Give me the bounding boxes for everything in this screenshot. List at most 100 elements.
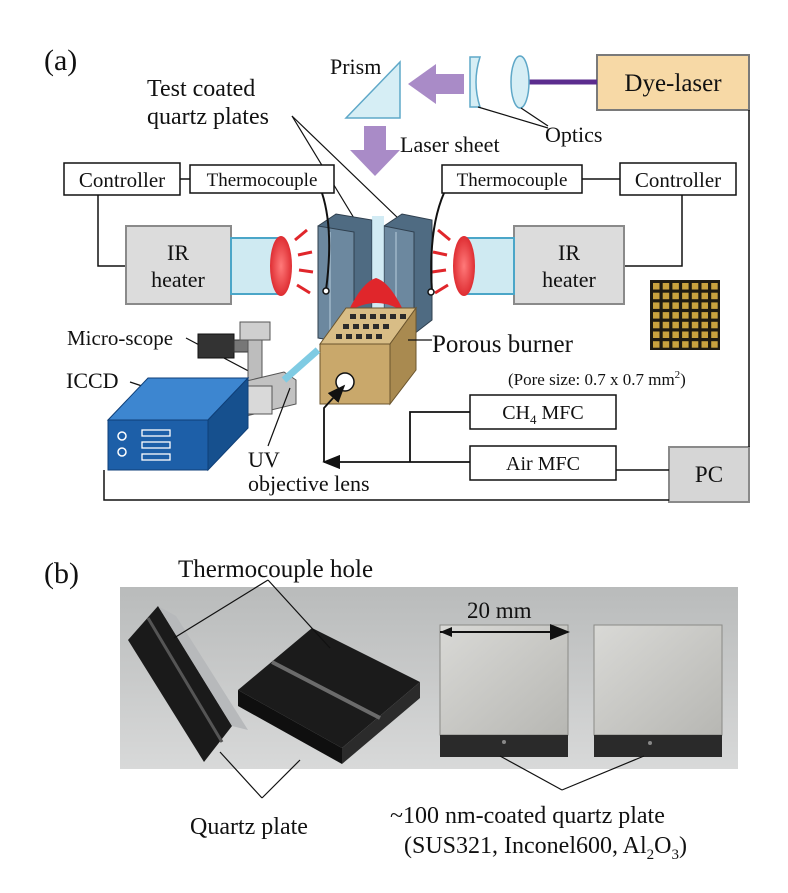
tc-wire-right [430, 192, 445, 293]
panel-a-label: (a) [44, 44, 77, 77]
iccd-camera [106, 376, 250, 472]
dye-laser-label: Dye-laser [624, 70, 722, 97]
micro-scope-label: Micro-scope [67, 326, 173, 350]
pore-cell [653, 292, 660, 300]
pore-photo [650, 280, 720, 350]
pore-cell [682, 283, 689, 290]
uv-label-1: UV [248, 447, 280, 472]
coated-plate-left [439, 624, 569, 757]
ch4-mfc-label: CH4 MFC [502, 402, 584, 427]
coated-plate-label-2: (SUS321, Inconel600, Al2O3) [404, 833, 687, 863]
pore-cell [653, 283, 660, 290]
controller-left: Controller [63, 162, 181, 196]
arrow-to-prism [408, 64, 464, 104]
pore-cell [711, 283, 718, 290]
controller-right-label: Controller [635, 168, 721, 192]
pore-cell [653, 312, 660, 319]
pore-cell [701, 292, 708, 300]
coated-leader-1 [499, 755, 563, 791]
pore-cell [691, 292, 699, 300]
pore-cell [711, 292, 718, 300]
thermocouple-hole-label: Thermocouple hole [178, 556, 373, 583]
air-mfc: Air MFC [469, 445, 617, 481]
tc-wire-left [321, 192, 331, 291]
pore-cell [682, 321, 689, 329]
pore-cell [701, 312, 708, 319]
dimension-label: 20 mm [467, 598, 532, 623]
pore-cell [711, 331, 718, 338]
pore-cell [701, 283, 708, 290]
ir-heater-left: IR heater [125, 225, 292, 305]
iccd-label: ICCD [66, 368, 119, 393]
pore-cell [653, 321, 660, 329]
quartz-leader-1 [219, 751, 263, 799]
pore-cell [682, 341, 689, 348]
pore-cell [682, 292, 689, 300]
pore-cell [711, 312, 718, 319]
prism-icon [344, 60, 401, 119]
quartz-leader-2 [261, 759, 301, 799]
pore-cell [662, 331, 670, 338]
pore-cell [691, 302, 699, 309]
pore-cell [662, 292, 670, 300]
flame-icon [348, 278, 404, 312]
heat-rays-right [431, 228, 451, 295]
pore-cell [701, 331, 708, 338]
pore-cell [662, 341, 670, 348]
pore-cell [653, 302, 660, 309]
pore-cell [662, 283, 670, 290]
controller-right: Controller [619, 162, 737, 196]
pore-cell [672, 312, 679, 319]
pore-cell [662, 321, 670, 329]
coated-leader-2 [561, 755, 645, 791]
pore-size-label: (Pore size: 0.7 x 0.7 mm2) [508, 369, 686, 389]
pore-cell [691, 283, 699, 290]
optics-label: Optics [545, 122, 602, 147]
test-plates-label-2: quartz plates [147, 104, 269, 130]
burner-feed-line [323, 384, 346, 462]
thermocouple-left: Thermocouple [189, 164, 335, 194]
pore-cell [701, 321, 708, 329]
laser-sheet-label: Laser sheet [400, 132, 500, 157]
pore-cell [682, 302, 689, 309]
pore-cell [672, 341, 679, 348]
ir-heater-left-label-2: heater [151, 267, 205, 292]
pore-cell [672, 302, 679, 309]
pore-cell [701, 341, 708, 348]
pore-cell [653, 341, 660, 348]
pore-cell [672, 321, 679, 329]
pore-cell [662, 302, 670, 309]
pore-cell [691, 312, 699, 319]
test-plates-leader-2 [291, 115, 401, 221]
pore-cell [691, 331, 699, 338]
ch4-line [409, 411, 470, 462]
pc-label: PC [695, 462, 723, 487]
tc-hole-leader-2 [267, 579, 331, 649]
optics-leader-1 [477, 106, 549, 129]
optics-icon [469, 55, 530, 109]
pore-cell [682, 312, 689, 319]
quartz-plate-right [238, 628, 420, 764]
pore-cell [691, 321, 699, 329]
pore-cell [691, 341, 699, 348]
controller-left-label: Controller [79, 168, 165, 192]
pc-box: PC [668, 446, 750, 503]
porous-burner [319, 306, 417, 406]
ir-heater-right: IR heater [453, 225, 625, 305]
thermocouple-left-label: Thermocouple [207, 170, 318, 191]
pore-cell [711, 321, 718, 329]
laser-sheet-arrow [350, 126, 400, 176]
air-mfc-label: Air MFC [506, 453, 580, 475]
prism-label: Prism [330, 54, 381, 79]
thermocouple-right: Thermocouple [441, 164, 583, 194]
pore-cell [672, 292, 679, 300]
uv-lens-leader [267, 387, 291, 447]
pore-cell [711, 302, 718, 309]
pore-cell [653, 331, 660, 338]
quartz-plate-left [128, 606, 248, 762]
tc-hole-leader-1 [173, 579, 269, 639]
pore-cell [682, 331, 689, 338]
pore-cell [662, 312, 670, 319]
coated-plate-label-1: ~100 nm-coated quartz plate [390, 803, 665, 829]
